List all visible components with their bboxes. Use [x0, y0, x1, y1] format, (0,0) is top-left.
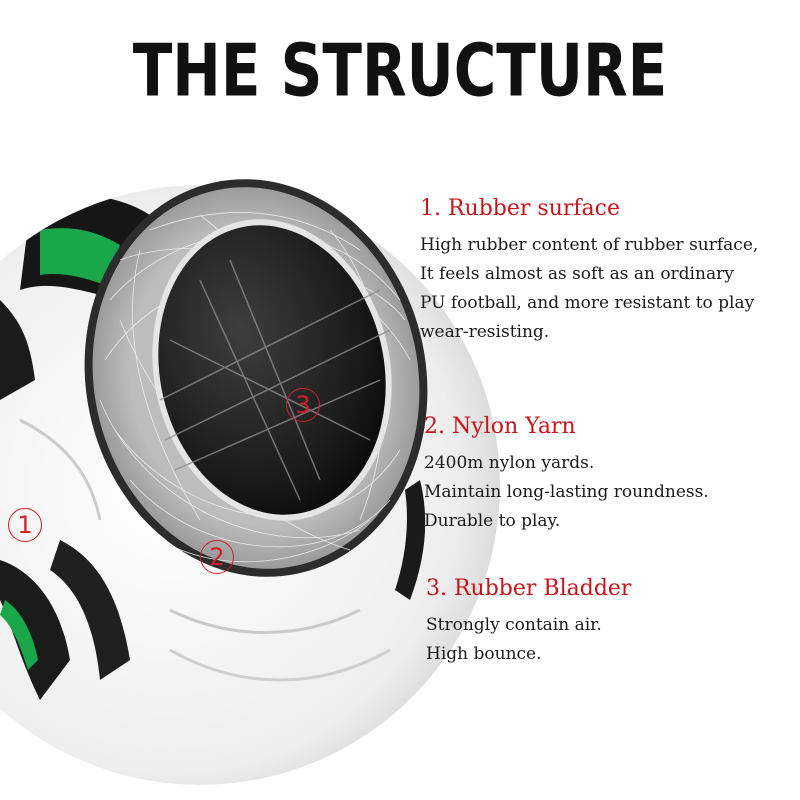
section-description: High rubber content of rubber surface, I…: [420, 231, 758, 347]
rubber-bladder-layer: [152, 219, 392, 521]
description-line: wear-resisting.: [420, 322, 550, 342]
section-heading: 2. Nylon Yarn: [424, 414, 576, 439]
marker-2: 2: [200, 540, 234, 574]
section-nylon-yarn: 2. Nylon Yarn 2400m nylon yards. Maintai…: [424, 414, 709, 536]
marker-3: 3: [286, 388, 320, 422]
marker-1: 1: [8, 508, 42, 542]
section-description: Strongly contain air. High bounce.: [426, 611, 631, 669]
description-line: High rubber content of rubber surface,: [420, 235, 759, 255]
section-rubber-surface: 1. Rubber surface High rubber content of…: [420, 196, 758, 347]
description-line: Strongly contain air.: [426, 615, 602, 635]
description-line: Maintain long-lasting roundness.: [424, 482, 709, 502]
description-line: Durable to play.: [424, 511, 561, 531]
section-rubber-bladder: 3. Rubber Bladder Strongly contain air. …: [426, 576, 631, 669]
section-description: 2400m nylon yards. Maintain long-lasting…: [424, 449, 709, 536]
section-heading: 3. Rubber Bladder: [426, 576, 632, 601]
description-line: PU football, and more resistant to play: [420, 293, 755, 313]
section-heading: 1. Rubber surface: [420, 196, 620, 221]
description-line: High bounce.: [426, 644, 542, 664]
page-title: THE STRUCTURE: [132, 28, 668, 113]
description-line: 2400m nylon yards.: [424, 453, 595, 473]
description-line: It feels almost as soft as an ordinary: [420, 264, 734, 284]
